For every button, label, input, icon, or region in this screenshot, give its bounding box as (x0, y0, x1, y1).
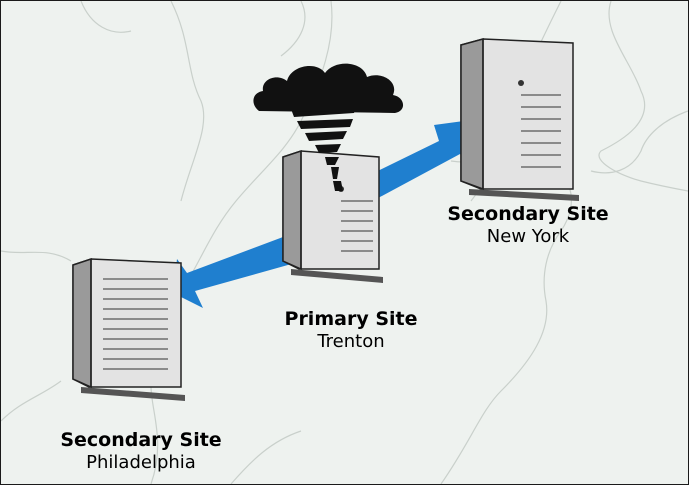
site-role: Primary Site (284, 308, 418, 330)
site-role: Secondary Site (60, 429, 222, 451)
site-label-new-york: Secondary Site New York (433, 203, 623, 247)
site-city: Philadelphia (86, 451, 196, 473)
storm-cloud-icon (253, 63, 404, 113)
site-city: Trenton (317, 330, 385, 352)
server-icon (282, 149, 383, 283)
site-city: New York (486, 225, 570, 247)
server-icon (72, 257, 185, 401)
site-role: Secondary Site (447, 203, 609, 225)
server-icon (460, 38, 579, 201)
site-label-philadelphia: Secondary Site Philadelphia (46, 429, 236, 473)
site-label-primary: Primary Site Trenton (271, 308, 431, 352)
